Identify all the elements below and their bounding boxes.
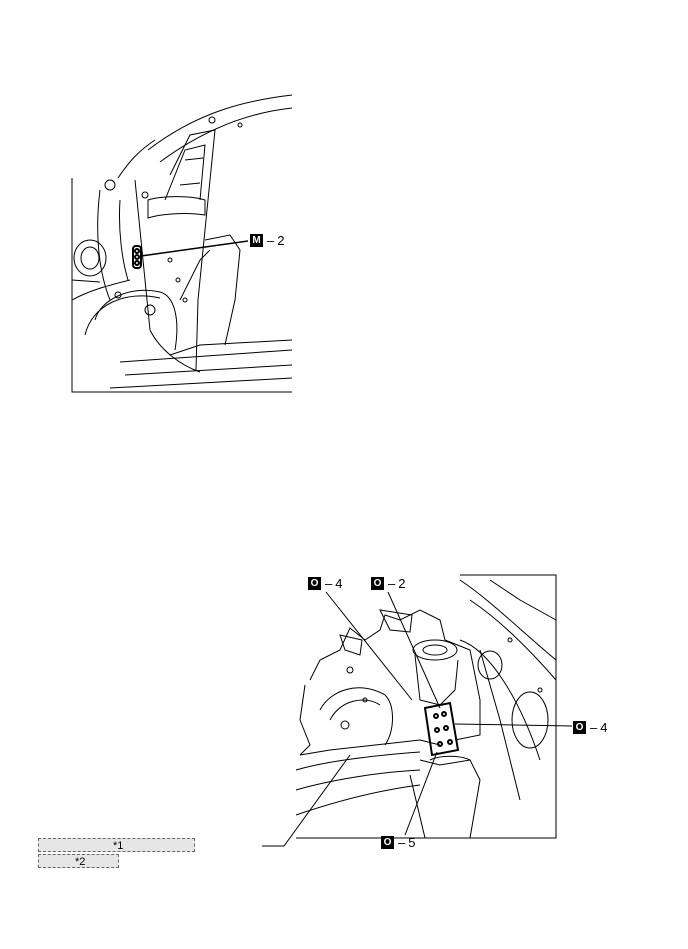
top-figure-outline xyxy=(71,94,293,393)
leader-line-b2 xyxy=(387,591,441,709)
callout-dash: – xyxy=(388,576,396,591)
callout-dash: – xyxy=(590,720,598,735)
callout-number: 2 xyxy=(398,576,406,591)
legend-item-1: *1 xyxy=(38,838,195,852)
callout-dash: – xyxy=(267,233,275,248)
callout-o4-left: O – 4 xyxy=(308,577,342,590)
leader-line-bl4 xyxy=(325,591,413,701)
legend-item-2: *2 xyxy=(38,854,119,868)
leader-line-legend xyxy=(262,754,351,847)
callout-number: 4 xyxy=(600,720,608,735)
callout-dash: – xyxy=(325,576,333,591)
legend-item-1-label: *1 xyxy=(113,840,124,852)
callout-o5: O – 5 xyxy=(381,836,415,849)
callout-dash: – xyxy=(398,835,406,850)
callout-o2: O – 2 xyxy=(371,577,405,590)
bottom-weld-bracket xyxy=(423,701,460,757)
callout-mark-badge: O xyxy=(308,577,321,590)
callout-mark-badge: O xyxy=(381,836,394,849)
top-weld-points xyxy=(132,245,142,269)
callout-mark-badge: O xyxy=(371,577,384,590)
callout-number: 5 xyxy=(408,835,416,850)
legend-item-2-label: *2 xyxy=(75,856,86,868)
callout-o4-right: O – 4 xyxy=(573,721,607,734)
callout-number: 2 xyxy=(277,233,285,248)
callout-mark-badge: M xyxy=(250,234,263,247)
leader-line-b5 xyxy=(404,751,438,836)
leader-line-r4 xyxy=(454,723,573,727)
callout-mark-badge: O xyxy=(573,721,586,734)
callout-top-m2: M – 2 xyxy=(250,234,284,247)
bottom-figure-outline xyxy=(295,574,557,839)
leader-line-top xyxy=(140,240,249,257)
callout-number: 4 xyxy=(335,576,343,591)
